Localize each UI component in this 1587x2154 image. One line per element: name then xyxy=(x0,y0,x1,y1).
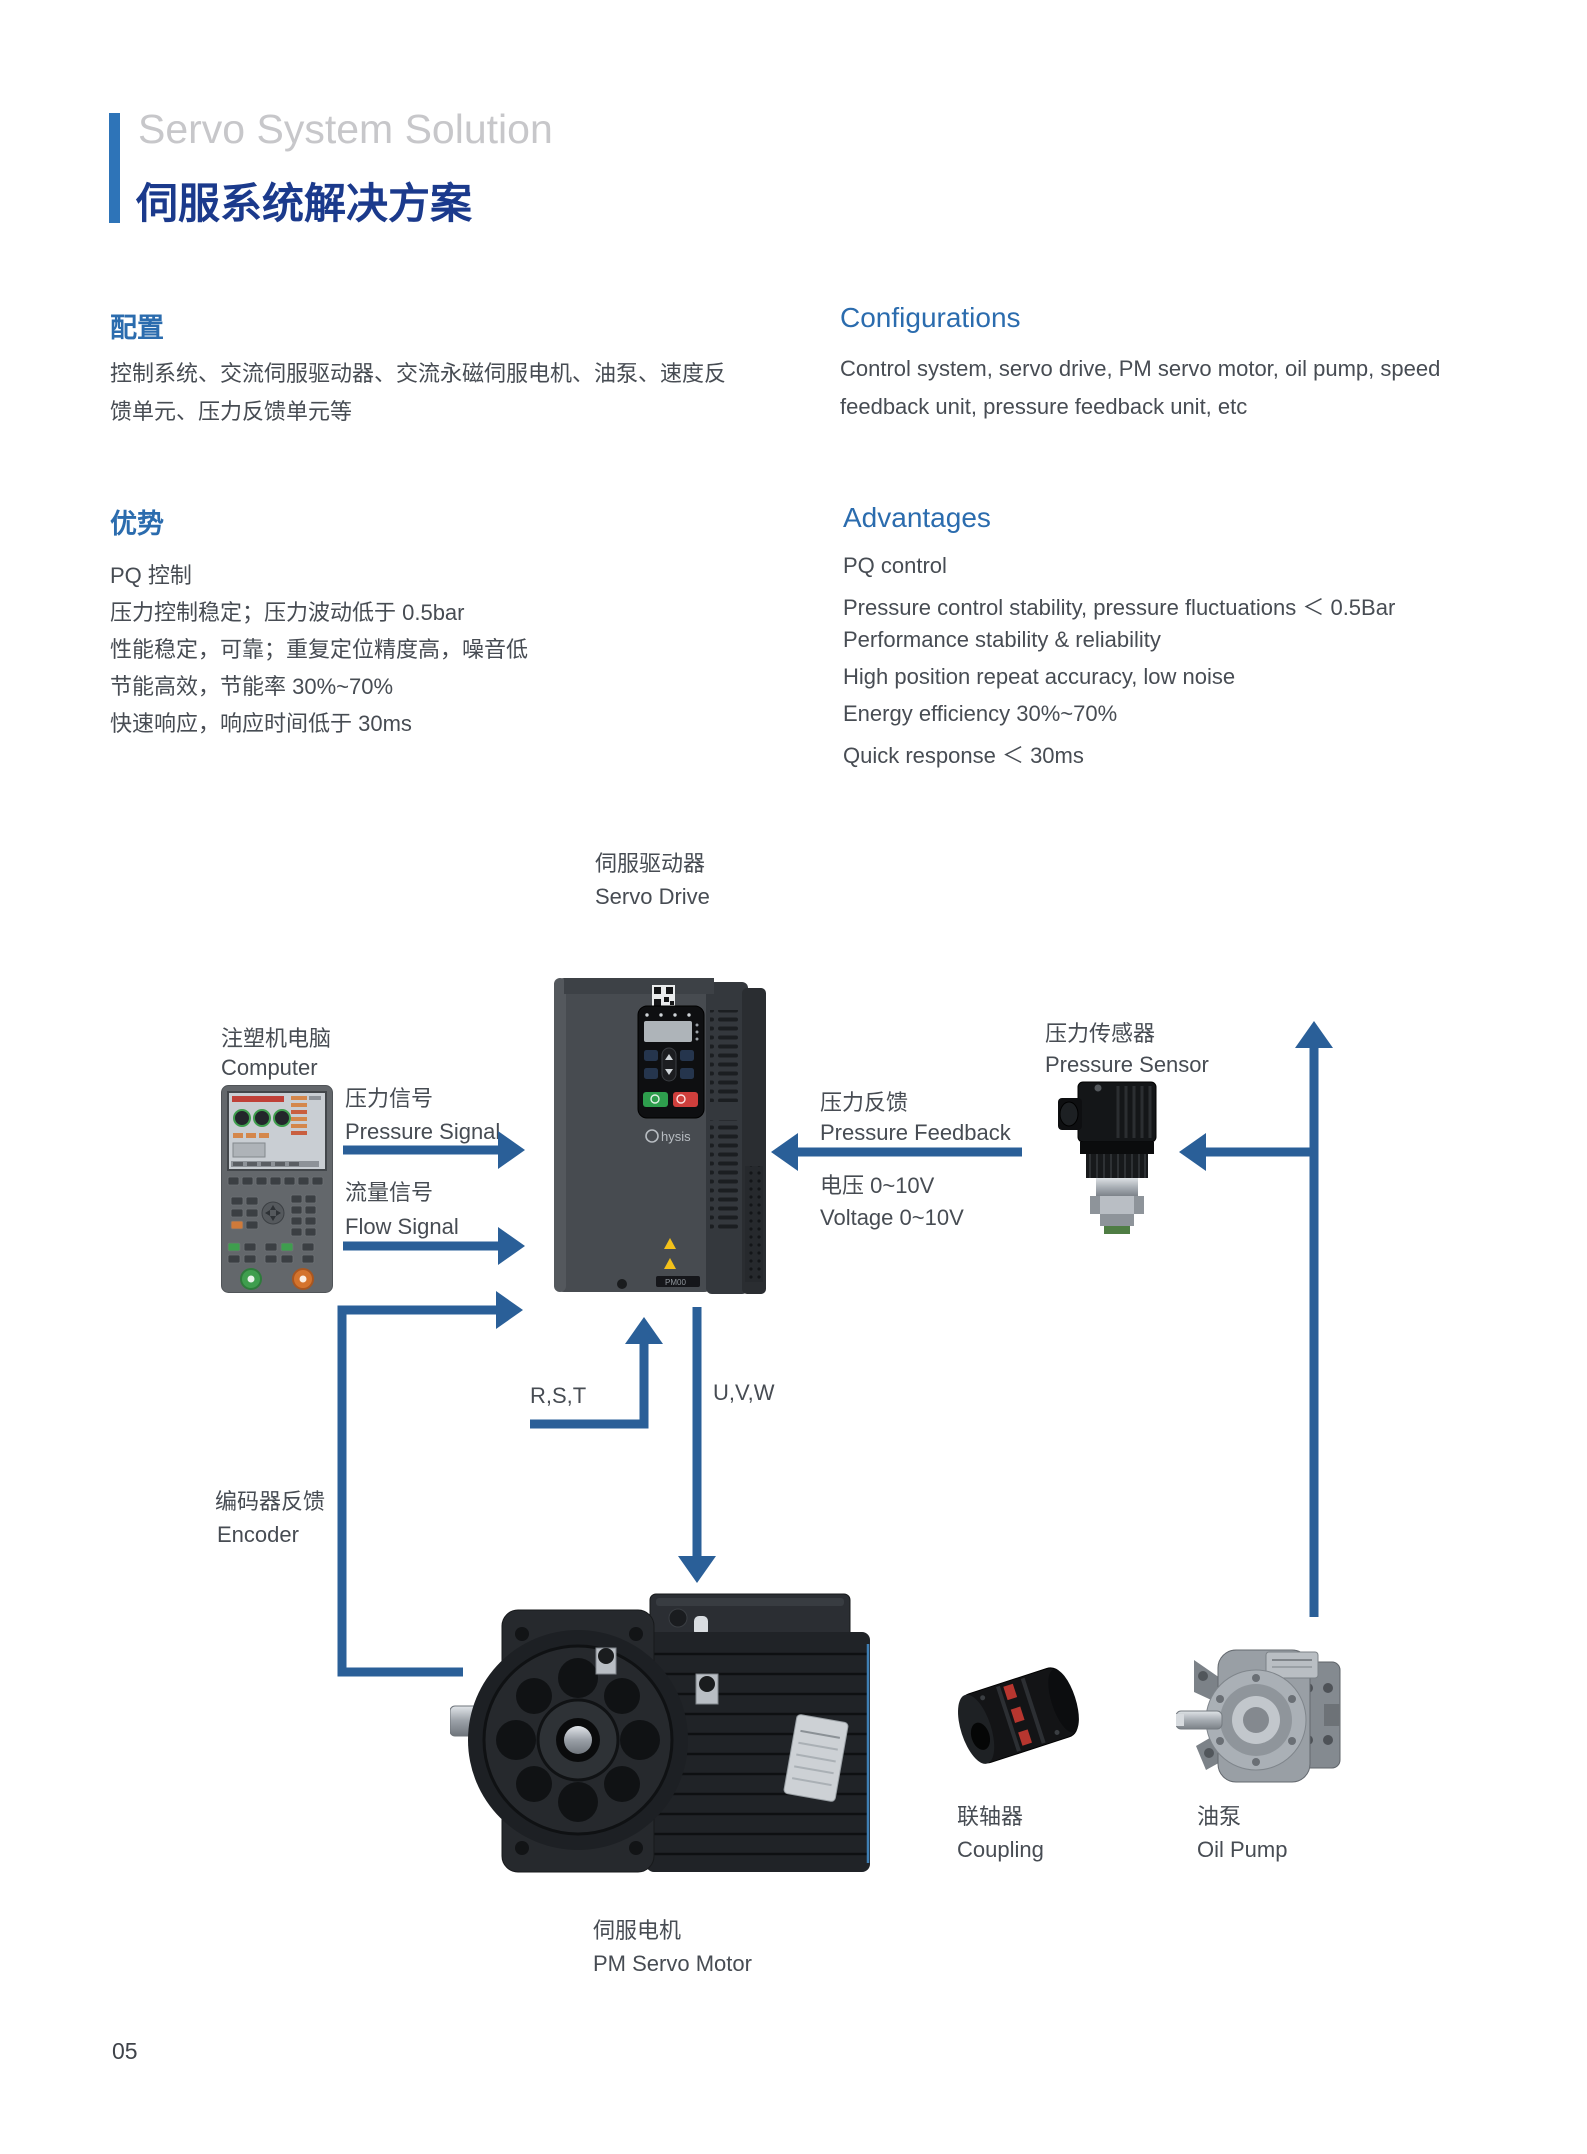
oil-pump-label-zh: 油泵 xyxy=(1197,1804,1242,1829)
pressure-sensor-image xyxy=(1052,1076,1164,1236)
adv-zh-item: PQ 控制 xyxy=(110,563,192,588)
encoder-arrow-head xyxy=(496,1291,523,1329)
adv-zh-item: 节能高效，节能率 30%~70% xyxy=(110,674,394,699)
uvw-label: U,V,W xyxy=(713,1380,775,1405)
motor-flange xyxy=(468,1609,688,1873)
flow-signal-arrow-head xyxy=(498,1227,525,1265)
config-zh-line2: 馈单元、压力反馈单元等 xyxy=(110,399,353,424)
coupling-image xyxy=(950,1650,1085,1782)
pump-shaft xyxy=(1176,1710,1223,1730)
servo-drive-image: hysis PM00 xyxy=(548,970,770,1300)
adv-en-item: PQ control xyxy=(843,553,947,578)
servo-motor-image xyxy=(450,1588,880,1908)
pump-line-arrow-head xyxy=(1295,1021,1333,1048)
drive-lcd xyxy=(644,1021,692,1042)
adv-en-item: Energy efficiency 30%~70% xyxy=(843,701,1118,726)
pressure-signal-label-zh: 压力信号 xyxy=(345,1086,434,1111)
motor-terminal-box xyxy=(649,1593,851,1639)
encoder-label-zh: 编码器反馈 xyxy=(215,1489,326,1514)
flow-signal-label-en: Flow Signal xyxy=(345,1214,459,1239)
pressure-feedback-label-zh: 压力反馈 xyxy=(820,1090,909,1115)
config-heading-zh: 配置 xyxy=(110,313,164,343)
motor-nameplate xyxy=(783,1714,849,1802)
advantages-heading-en: Advantages xyxy=(843,502,991,533)
page-title-zh: 伺服系统解决方案 xyxy=(136,180,473,227)
coupling-bore xyxy=(970,1722,991,1750)
title-accent-bar xyxy=(109,113,120,223)
adv-en-item: Pressure control stability, pressure flu… xyxy=(843,595,1396,620)
uvw-arrow-head xyxy=(678,1556,716,1583)
flow-signal-label-zh: 流量信号 xyxy=(345,1180,434,1205)
motor-label-en: PM Servo Motor xyxy=(593,1951,752,1976)
computer-screen xyxy=(227,1091,327,1171)
pressure-sensor-label-en: Pressure Sensor xyxy=(1045,1052,1209,1077)
adv-en-item: High position repeat accuracy, low noise xyxy=(843,664,1236,689)
drive-qr-code xyxy=(652,985,675,1008)
drive-key xyxy=(680,1050,694,1061)
drive-key xyxy=(644,1050,658,1061)
sensor-feed-arrow-head xyxy=(1179,1133,1206,1171)
sensor-neck xyxy=(1096,1178,1138,1196)
pump-body xyxy=(1194,1649,1319,1783)
config-en-line1: Control system, servo drive, PM servo mo… xyxy=(840,356,1441,381)
drive-run-button xyxy=(643,1092,668,1107)
adv-zh-item: 快速响应，响应时间低于 30ms xyxy=(110,711,412,736)
drive-key xyxy=(644,1068,658,1079)
motor-label-zh: 伺服电机 xyxy=(593,1918,682,1943)
coupling-spider xyxy=(1010,1706,1025,1723)
coupling-label-zh: 联轴器 xyxy=(957,1804,1024,1829)
sensor-thread xyxy=(1100,1214,1134,1226)
pressure-feedback-arrow-head xyxy=(771,1133,798,1171)
servo-drive-label-en: Servo Drive xyxy=(595,884,710,909)
sensor-tip xyxy=(1104,1226,1130,1234)
computer-image xyxy=(221,1085,333,1293)
drive-model-text: PM00 xyxy=(665,1278,686,1287)
drive-updown-key xyxy=(661,1047,677,1082)
sensor-connector xyxy=(1058,1081,1157,1143)
drive-dot-grid xyxy=(745,1166,763,1282)
sensor-hex-nut xyxy=(1090,1196,1144,1214)
config-en-line2: feedback unit, pressure feedback unit, e… xyxy=(840,394,1248,419)
adv-zh-item: 性能稳定，可靠；重复定位精度高，噪音低 xyxy=(110,637,529,662)
coupling-label-en: Coupling xyxy=(957,1837,1044,1862)
drive-key xyxy=(680,1068,694,1079)
voltage-label-en: Voltage 0~10V xyxy=(820,1205,964,1230)
computer-dpad xyxy=(261,1201,285,1225)
voltage-label-zh: 电压 0~10V xyxy=(820,1173,935,1198)
sensor-knurled-ring xyxy=(1086,1154,1148,1178)
adv-en-item: Performance stability & reliability xyxy=(843,627,1161,652)
config-heading-en: Configurations xyxy=(840,302,1021,333)
motor-lifting-eyelet xyxy=(595,1647,719,1705)
page-title-en: Servo System Solution xyxy=(138,106,553,152)
adv-zh-item: 压力控制稳定；压力波动低于 0.5bar xyxy=(110,600,465,625)
coupling-spider xyxy=(1018,1729,1032,1746)
drive-vent-band-top xyxy=(710,1010,740,1102)
drive-vent-band-bottom xyxy=(710,1120,740,1232)
pressure-feedback-label-en: Pressure Feedback xyxy=(820,1120,1011,1145)
computer-label-en: Computer xyxy=(221,1055,318,1080)
sensor-base xyxy=(1080,1142,1154,1154)
oil-pump-label-en: Oil Pump xyxy=(1197,1837,1288,1862)
pressure-sensor-label-zh: 压力传感器 xyxy=(1045,1021,1156,1046)
pressure-signal-label-en: Pressure Signal xyxy=(345,1119,501,1144)
computer-keypad xyxy=(227,1176,324,1264)
page-number: 05 xyxy=(112,2038,138,2064)
advantages-heading-zh: 优势 xyxy=(110,509,164,539)
encoder-label-en: Encoder xyxy=(217,1522,299,1547)
drive-logo: hysis xyxy=(645,1129,691,1144)
drive-keypad xyxy=(637,1005,705,1119)
pressure-signal-arrow-head xyxy=(498,1131,525,1169)
servo-drive-label-zh: 伺服驱动器 xyxy=(595,851,706,876)
drive-logo-text: hysis xyxy=(661,1129,691,1144)
rst-label: R,S,T xyxy=(530,1383,587,1408)
adv-en-item: Quick response ＜ 30ms xyxy=(843,743,1084,768)
rst-arrow-head xyxy=(625,1317,663,1344)
coupling-spider xyxy=(1003,1683,1018,1701)
drive-warning-icons xyxy=(664,1238,676,1269)
config-zh-line1: 控制系统、交流伺服驱动器、交流永磁伺服电机、油泵、速度反 xyxy=(110,361,727,386)
computer-label-zh: 注塑机电脑 xyxy=(221,1026,332,1051)
oil-pump-image xyxy=(1176,1636,1346,1794)
